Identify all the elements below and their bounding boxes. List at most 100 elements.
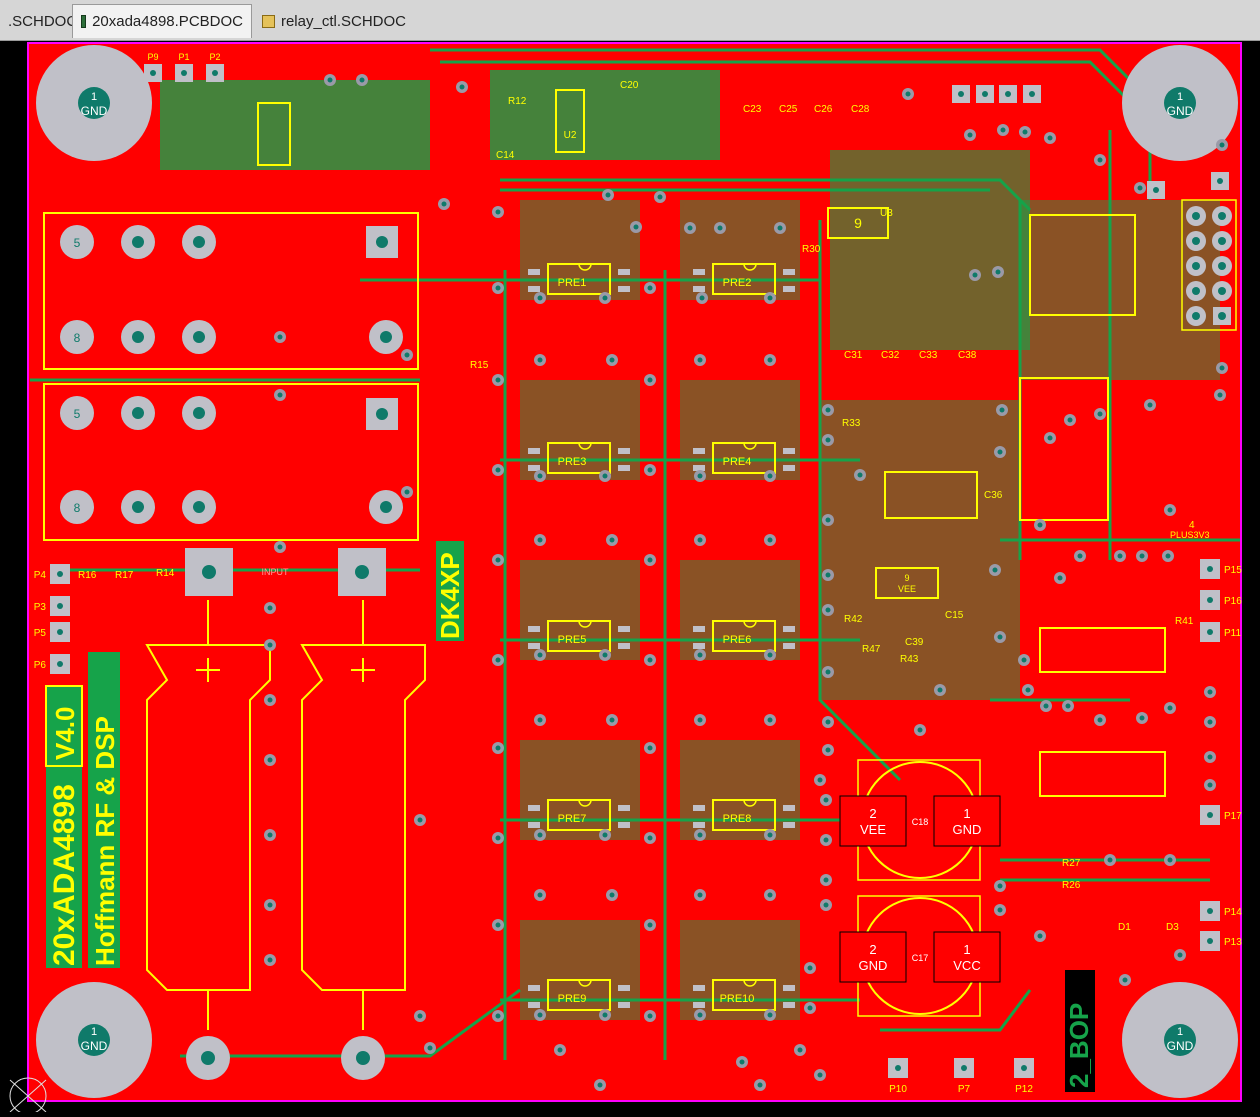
via	[822, 604, 834, 616]
pad-p13[interactable]: P13	[1200, 931, 1242, 951]
preamp-label-10: PRE10	[720, 993, 755, 1005]
via	[534, 292, 546, 304]
preamp-label-6: PRE6	[723, 634, 752, 646]
pad-small[interactable]	[976, 85, 994, 103]
svg-text:C31: C31	[844, 350, 863, 361]
preamp-ic-3: PRE3	[528, 442, 630, 474]
via	[264, 639, 276, 651]
via	[989, 564, 1001, 576]
svg-text:P17: P17	[1224, 811, 1242, 822]
via	[356, 74, 368, 86]
relay-footprint-1	[43, 212, 419, 370]
svg-text:R15: R15	[470, 360, 489, 371]
pcb-board-view[interactable]: 1 GND 1 GND 1 GND 1 GND 5 8 5 8	[0, 41, 1260, 1115]
svg-text:P14: P14	[1224, 907, 1242, 918]
tab-0-label: .SCHDOC	[8, 12, 78, 30]
via	[492, 919, 504, 931]
svg-text:1: 1	[91, 1026, 97, 1038]
preamp-ic-6: PRE6	[693, 620, 795, 652]
svg-text:R12: R12	[508, 96, 527, 107]
preamp-ic-5: PRE5	[528, 620, 630, 652]
svg-text:C25: C25	[779, 104, 798, 115]
via	[599, 292, 611, 304]
pad-p9[interactable]: P9	[144, 52, 162, 82]
via	[694, 534, 706, 546]
pad-p10[interactable]: P10	[888, 1058, 908, 1095]
svg-text:C33: C33	[919, 350, 938, 361]
svg-text:R27: R27	[1062, 858, 1081, 869]
via	[994, 446, 1006, 458]
preamp-ic-2: PRE2	[693, 263, 795, 295]
svg-text:R41: R41	[1175, 616, 1194, 627]
svg-text:P16: P16	[1224, 596, 1242, 607]
via-field	[264, 74, 1228, 1091]
pad-p4[interactable]: P4	[34, 564, 70, 584]
via	[492, 832, 504, 844]
tab-pcb-doc[interactable]: 20xada4898.PCBDOC	[72, 4, 252, 38]
svg-text:P1: P1	[178, 52, 189, 62]
pad-p5[interactable]: P5	[34, 622, 70, 642]
pcb-editor-canvas[interactable]: 1 GND 1 GND 1 GND 1 GND 5 8 5 8	[0, 41, 1260, 1115]
via	[274, 389, 286, 401]
bulk-cap-2-hole	[356, 1051, 370, 1065]
pad-p7[interactable]: P7	[954, 1058, 974, 1095]
input-connector-hole-2	[355, 565, 369, 579]
ic-outlines	[257, 89, 1166, 797]
via	[602, 189, 614, 201]
pad-p11[interactable]: P11	[1200, 622, 1241, 642]
board-rev-bg	[1065, 970, 1095, 1092]
via	[804, 962, 816, 974]
via	[1162, 550, 1174, 562]
header-pin-hole	[1218, 262, 1226, 270]
via	[1094, 714, 1106, 726]
via	[684, 222, 696, 234]
pad-small[interactable]	[1147, 181, 1165, 199]
input-net-label: INPUT	[262, 567, 290, 577]
svg-text:GND: GND	[1167, 1039, 1194, 1053]
pad-p16[interactable]: P16	[1200, 590, 1242, 610]
pad-p3[interactable]: P3	[34, 596, 70, 616]
preamp-label-2: PRE2	[723, 277, 752, 289]
pad-p2[interactable]: P2	[206, 52, 224, 82]
via	[764, 649, 776, 661]
via	[764, 534, 776, 546]
pad-p12[interactable]: P12	[1014, 1058, 1034, 1095]
preamp-label-3: PRE3	[558, 456, 587, 468]
via	[599, 649, 611, 661]
board-outline	[27, 42, 1242, 1102]
header-connector	[1181, 199, 1237, 331]
tab-relay-ctl-schematic[interactable]: relay_ctl.SCHDOC	[254, 4, 414, 38]
svg-text:C39: C39	[905, 637, 924, 648]
svg-text:1: 1	[963, 942, 970, 957]
u3-label: U3	[880, 208, 893, 219]
pad-p15[interactable]: P15	[1200, 559, 1242, 579]
svg-text:P5: P5	[34, 628, 47, 639]
u2-label: U2	[564, 130, 577, 141]
mounting-hole-top-right[interactable]: 1 GND	[1122, 45, 1238, 161]
tab-schematic-doc[interactable]: .SCHDOC	[0, 4, 77, 38]
pad-p14[interactable]: P14	[1200, 901, 1242, 921]
pad-p17[interactable]: P17	[1200, 805, 1242, 825]
pad-small[interactable]	[999, 85, 1017, 103]
svg-text:R47: R47	[862, 644, 881, 655]
via	[1144, 399, 1156, 411]
via	[492, 464, 504, 476]
svg-text:P7: P7	[958, 1084, 971, 1095]
mounting-hole-bottom-right[interactable]: 1 GND	[1122, 982, 1238, 1098]
via	[492, 282, 504, 294]
via	[264, 694, 276, 706]
mounting-hole-top-left[interactable]: 1 GND	[36, 45, 152, 161]
via	[1054, 572, 1066, 584]
pad-p1[interactable]: P1	[175, 52, 193, 82]
via	[694, 649, 706, 661]
via	[820, 794, 832, 806]
mounting-hole-bottom-left[interactable]: 1 GND	[36, 982, 152, 1098]
via	[1119, 974, 1131, 986]
pad-small[interactable]	[1211, 172, 1229, 190]
svg-text:C32: C32	[881, 350, 900, 361]
via	[822, 569, 834, 581]
pad-small[interactable]	[952, 85, 970, 103]
pad-p6[interactable]: P6	[34, 654, 70, 674]
pad-small[interactable]	[1023, 85, 1041, 103]
